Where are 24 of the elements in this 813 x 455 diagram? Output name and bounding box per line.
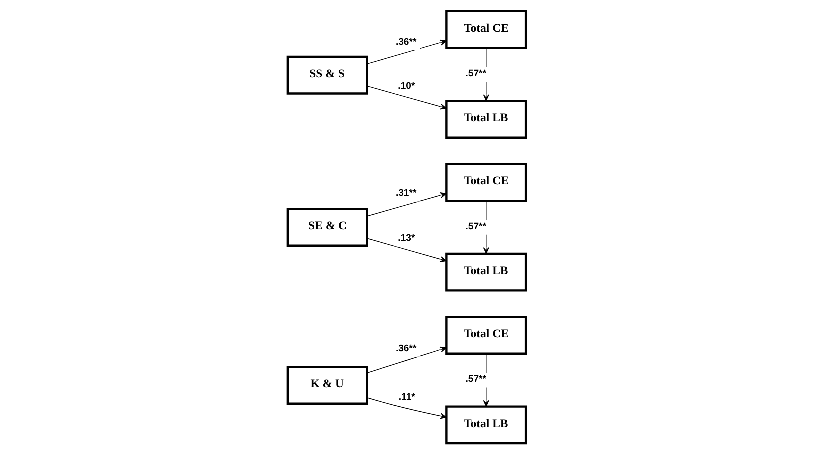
node-box: Total LB xyxy=(445,100,527,139)
arrow xyxy=(366,398,446,420)
arrow xyxy=(366,40,446,64)
arrow xyxy=(366,238,446,262)
node-box: Total LB xyxy=(445,252,527,292)
edge-label: .57** xyxy=(465,221,486,232)
node-box: Total CE xyxy=(445,10,527,50)
edge-label: .31** xyxy=(395,188,416,200)
node-box: Total LB xyxy=(445,406,527,445)
edge-label: .36** xyxy=(395,343,416,354)
edge-label: .57** xyxy=(465,374,486,386)
arrow xyxy=(366,192,446,217)
edge-label: .36** xyxy=(395,36,416,48)
node-box: SS & S xyxy=(286,56,368,95)
edge-label: .10* xyxy=(398,80,415,92)
arrow xyxy=(366,346,446,374)
edge-label: .13* xyxy=(398,233,415,244)
node-box: Total CE xyxy=(445,316,527,356)
edge-label: .57** xyxy=(465,68,486,80)
arrow xyxy=(366,86,446,110)
node-box: Total CE xyxy=(445,163,527,202)
edge-label: .11* xyxy=(398,392,415,403)
node-box: SE & C xyxy=(286,208,368,247)
node-box: K & U xyxy=(286,366,368,405)
